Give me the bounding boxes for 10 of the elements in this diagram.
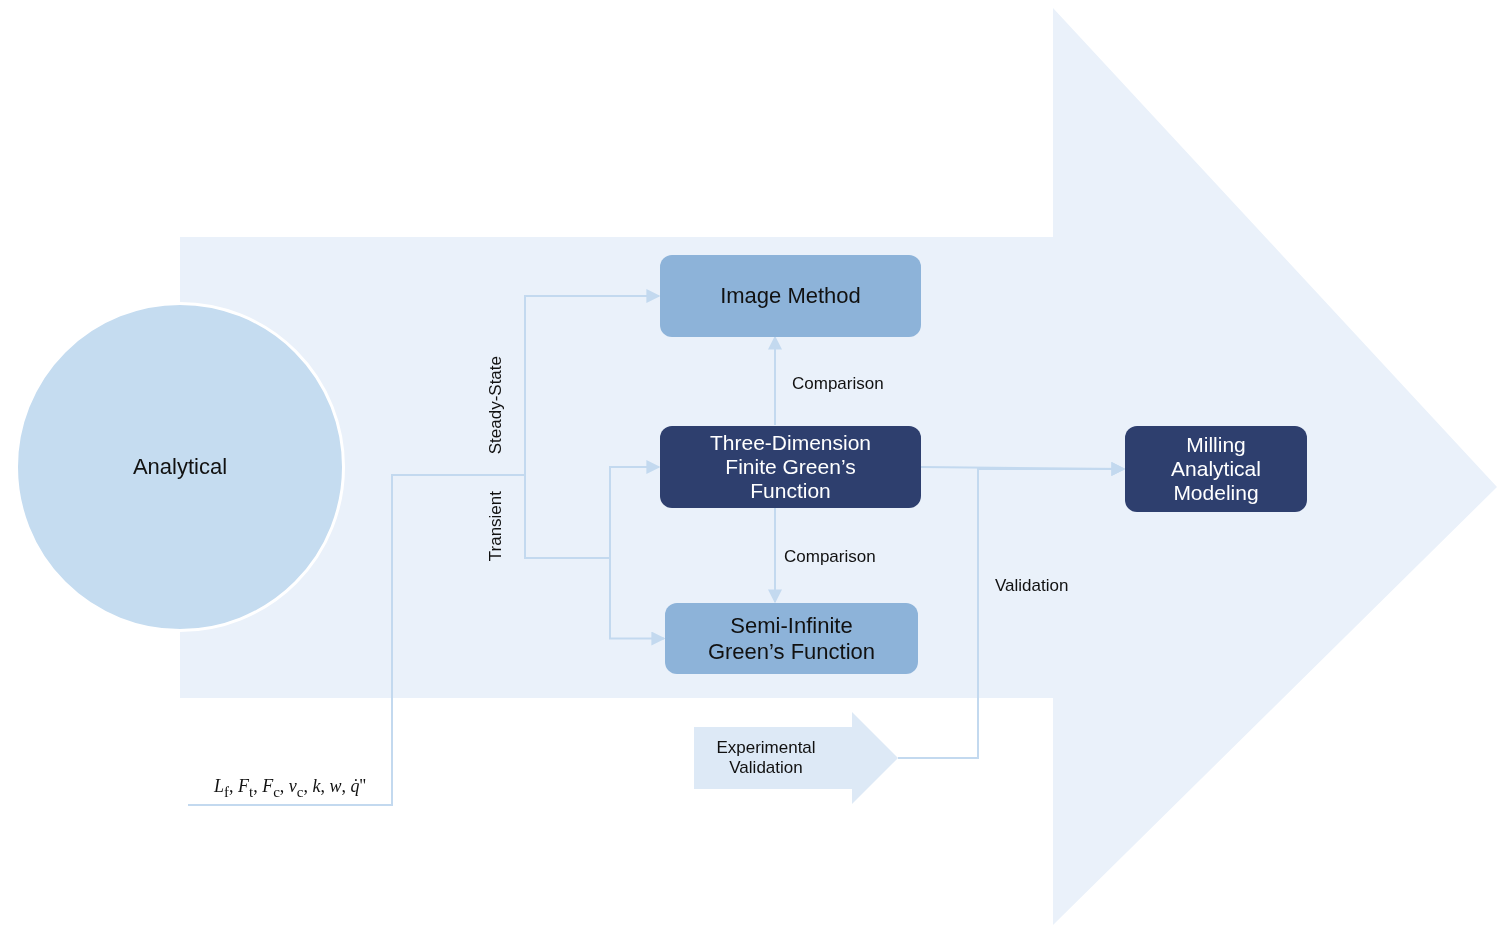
process-box: Image Method [660,255,921,337]
formula-text: L$_{f}$, F$_{t}$, F$_{c}$, v$_{c}$, k, w, q̇'' [188,772,392,806]
arrow [768,507,782,604]
process-box: Three-Dimension Finite Green’s Function [660,426,921,508]
circle-node: Analytical [15,302,345,632]
arrow [897,462,1126,759]
process-box: Semi-Infinite Green’s Function [665,603,918,674]
process-box: Milling Analytical Modeling [1125,426,1307,512]
block-arrow: Experimental Validation [694,712,898,804]
arrow [768,335,782,426]
